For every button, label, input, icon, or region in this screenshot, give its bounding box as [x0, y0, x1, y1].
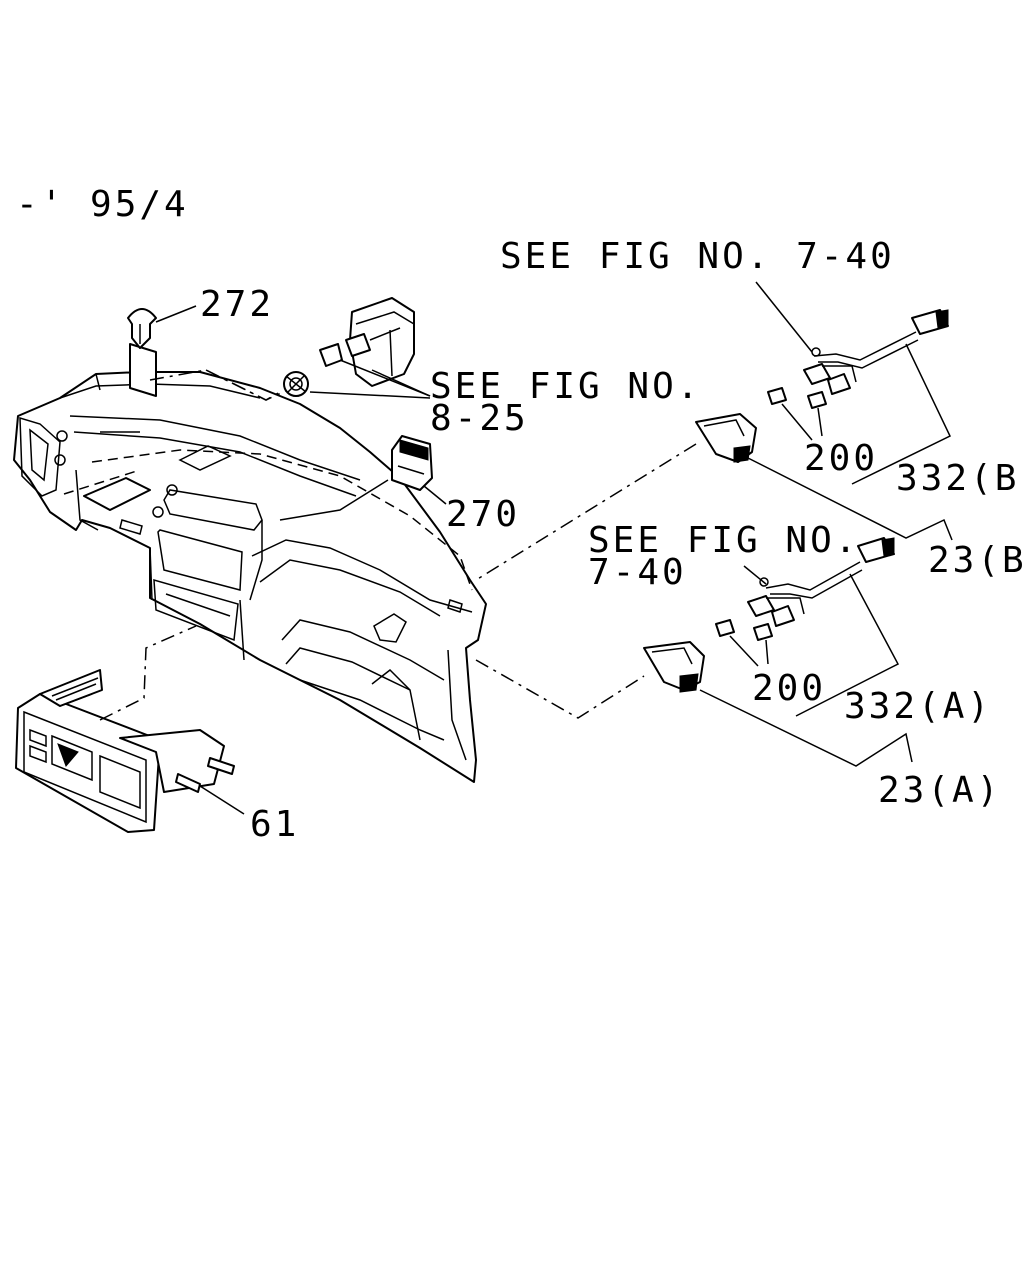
see-fig-7-40-top: SEE FIG NO. 7-40: [500, 236, 895, 277]
see-fig-8-25-line2: 8-25: [430, 398, 529, 439]
lighter-assembly-a: [643, 537, 895, 693]
see-fig-8-25-line1: SEE FIG NO.: [430, 366, 701, 407]
part-332-a-label: 332(A): [844, 686, 992, 727]
part-200-a-label: 200: [752, 668, 826, 709]
switch-assembly-8-25: [283, 297, 431, 399]
part-200-b-label: 200: [804, 438, 878, 479]
part-23-a-label: 23(A): [878, 770, 1001, 811]
clip-272: [127, 305, 197, 349]
switch-bezel-61: [15, 669, 245, 833]
lighter-assembly-b: [695, 309, 949, 463]
instrument-panel: [13, 343, 487, 783]
date-code-label: -' 95/4: [16, 184, 189, 225]
part-332-b-label: 332(B): [896, 458, 1024, 499]
see-fig-7-40-mid-line1: SEE FIG NO.: [588, 520, 859, 561]
see-fig-7-40-mid-line2: 7-40: [588, 552, 687, 593]
part-272-label: 272: [200, 284, 274, 325]
part-23-b-label: 23(B): [928, 540, 1024, 581]
part-270-label: 270: [446, 494, 520, 535]
switch-270: [279, 435, 447, 521]
part-61-label: 61: [250, 804, 299, 845]
